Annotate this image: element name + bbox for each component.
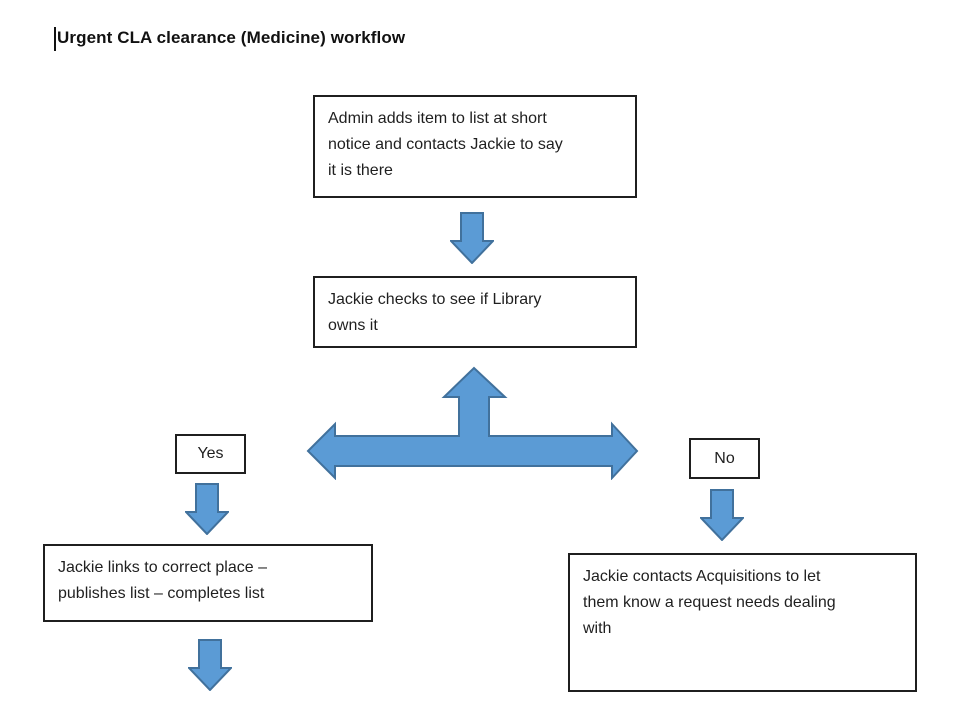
down-arrow-icon[interactable] xyxy=(185,483,229,535)
flow-box-jackie-checks-label: Jackie checks to see if Library owns it xyxy=(328,291,542,334)
down-arrow-icon[interactable] xyxy=(700,489,744,541)
flow-box-no[interactable]: No xyxy=(689,438,760,479)
flow-box-yes[interactable]: Yes xyxy=(175,434,246,474)
down-arrow-icon[interactable] xyxy=(450,212,494,264)
page-title[interactable]: Urgent CLA clearance (Medicine) workflow xyxy=(57,28,406,47)
flow-box-jackie-links-label: Jackie links to correct place – publishe… xyxy=(58,559,267,602)
down-arrow-icon[interactable] xyxy=(188,639,232,691)
no-label: No xyxy=(714,449,735,467)
flow-box-jackie-checks[interactable]: Jackie checks to see if Library owns it xyxy=(313,276,637,348)
flow-box-jackie-contacts[interactable]: Jackie contacts Acquisitions to let them… xyxy=(568,553,917,692)
flow-box-jackie-contacts-label: Jackie contacts Acquisitions to let them… xyxy=(583,568,836,637)
flow-box-admin-adds[interactable]: Admin adds item to list at short notice … xyxy=(313,95,637,198)
left-right-up-arrow-icon[interactable] xyxy=(305,366,639,480)
flow-box-jackie-links[interactable]: Jackie links to correct place – publishe… xyxy=(43,544,373,622)
text-caret xyxy=(54,27,56,51)
yes-label: Yes xyxy=(197,445,224,462)
flow-box-admin-adds-label: Admin adds item to list at short notice … xyxy=(328,110,563,179)
